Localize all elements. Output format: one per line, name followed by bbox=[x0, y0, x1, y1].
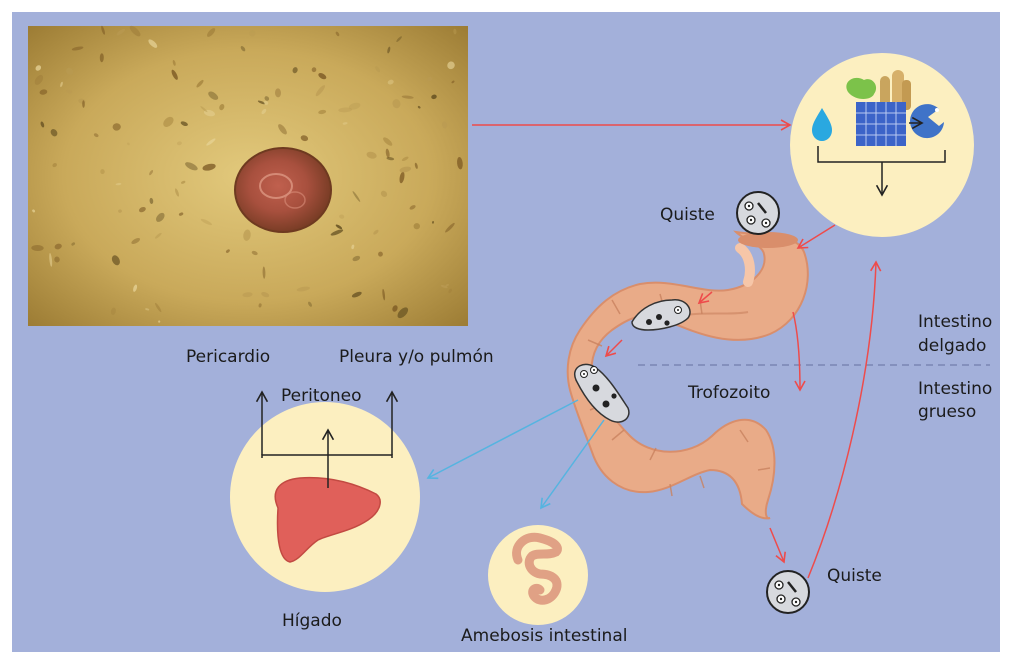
label-peritoneo: Peritoneo bbox=[281, 386, 362, 407]
label-amebosis: Amebosis intestinal bbox=[461, 626, 627, 647]
label-higado: Hígado bbox=[282, 611, 342, 632]
label-intestino-delgado-1: Intestino bbox=[918, 312, 992, 333]
label-intestino-grueso-1: Intestino bbox=[918, 379, 992, 400]
cyst-icon bbox=[737, 192, 779, 234]
label-intestino-delgado-2: delgado bbox=[918, 336, 986, 357]
label-quiste-top: Quiste bbox=[660, 205, 715, 226]
label-intestino-grueso-2: grueso bbox=[918, 402, 976, 423]
label-pericardio: Pericardio bbox=[186, 347, 270, 368]
label-pleura: Pleura y/o pulmón bbox=[339, 347, 494, 368]
label-trofozoito: Trofozoito bbox=[688, 383, 770, 404]
cyst-icon bbox=[767, 571, 809, 613]
microscope-photo bbox=[28, 24, 468, 326]
amoeba-cyst-photo bbox=[235, 148, 331, 232]
label-quiste-bottom: Quiste bbox=[827, 566, 882, 587]
